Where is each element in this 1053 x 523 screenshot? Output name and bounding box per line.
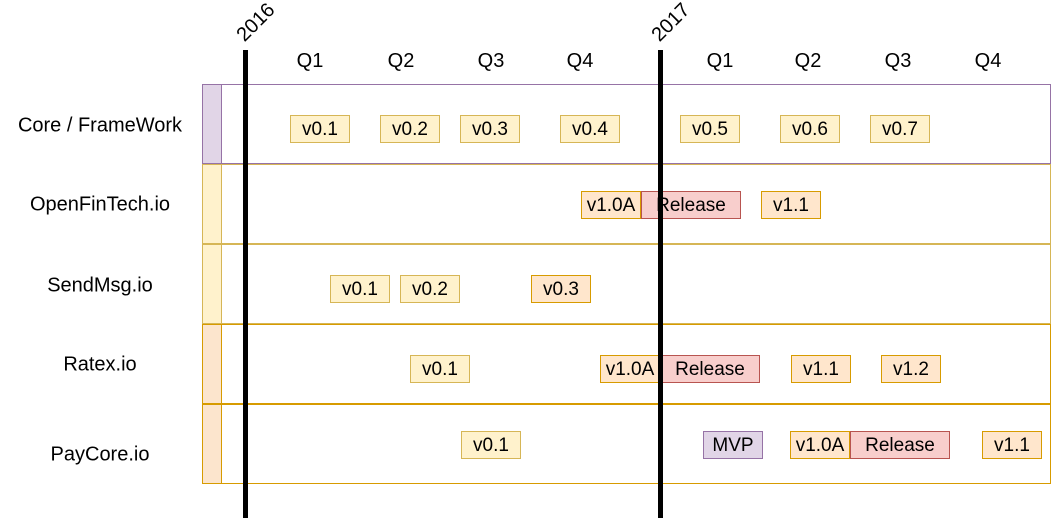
milestone-badge: Release (641, 191, 741, 219)
milestone-badge: v1.0A (600, 355, 660, 383)
year-label: 2016 (232, 0, 280, 47)
quarter-header: Q4 (974, 50, 1002, 72)
quarter-header: Q4 (566, 50, 594, 72)
milestone-badge: v1.1 (982, 431, 1042, 459)
milestone-badge: v0.2 (380, 115, 440, 143)
milestone-badge: v0.2 (400, 275, 460, 303)
row-color-strip (202, 164, 222, 244)
milestone-badge: v0.1 (410, 355, 470, 383)
milestone-badge: v1.0A (581, 191, 641, 219)
quarter-header: Q1 (296, 50, 324, 72)
quarter-header: Q3 (477, 50, 505, 72)
milestone-badge: v1.1 (761, 191, 821, 219)
quarter-header: Q2 (387, 50, 415, 72)
quarter-header: Q2 (794, 50, 822, 72)
row-label: Ratex.io (63, 353, 137, 376)
milestone-badge: v0.1 (290, 115, 350, 143)
milestone-badge: MVP (703, 431, 763, 459)
milestone-badge: v0.7 (870, 115, 930, 143)
milestone-badge: v0.6 (780, 115, 840, 143)
milestone-badge: v1.0A (790, 431, 850, 459)
milestone-badge: Release (660, 355, 760, 383)
row-color-strip (202, 324, 222, 404)
milestone-badge: v0.1 (330, 275, 390, 303)
milestone-badge: v0.3 (460, 115, 520, 143)
row-color-strip (202, 244, 222, 324)
row-label: SendMsg.io (47, 274, 153, 297)
quarter-header: Q3 (884, 50, 912, 72)
milestone-badge: v0.1 (461, 431, 521, 459)
milestone-badge: v0.3 (531, 275, 591, 303)
milestone-badge: v0.5 (680, 115, 740, 143)
row-color-strip (202, 404, 222, 484)
quarter-header: Q1 (706, 50, 734, 72)
row-label: OpenFinTech.io (29, 193, 171, 216)
year-label: 2017 (647, 0, 695, 47)
row-label: Core / FrameWork (17, 114, 183, 137)
year-divider-line (243, 50, 248, 518)
milestone-badge: v1.2 (881, 355, 941, 383)
row-band (202, 404, 1051, 484)
year-divider-line (658, 50, 663, 518)
milestone-badge: v1.1 (791, 355, 851, 383)
row-label: PayCore.io (50, 443, 150, 466)
row-color-strip (202, 84, 222, 164)
milestone-badge: v0.4 (560, 115, 620, 143)
milestone-badge: Release (850, 431, 950, 459)
